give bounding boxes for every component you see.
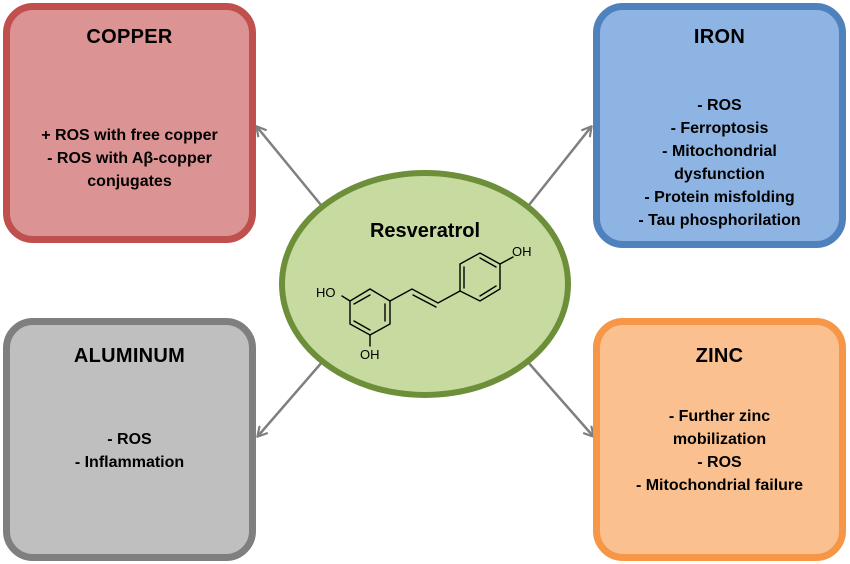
zinc-box: ZINC - Further zinc mobilization - ROS - Mi… [593,318,846,561]
oh-top-label: OH [512,244,532,259]
effect-line: - Protein misfolding [644,189,795,206]
iron-effects-list: - ROS - Ferroptosis - Mitochondrial dysfunc… [600,94,839,232]
zinc-effects-list: - Further zinc mobilization - ROS - Mitocho… [600,405,839,497]
resveratrol-title: Resveratrol [369,220,481,242]
effect-line: - ROS with Aβ-copper [47,150,212,167]
copper-box: COPPER + ROS with free copper - ROS with … [3,3,256,243]
arrow-to-iron [528,127,591,206]
effect-line: conjugates [87,173,172,190]
copper-title: COPPER [86,26,173,48]
resveratrol-ellipse: Resveratrol OH HO OH [279,170,571,398]
oh-left-label: HO [316,285,336,300]
effect-line: - Mitochondrial failure [635,477,804,494]
copper-effects-list: + ROS with free copper - ROS with Aβ-copp… [10,124,249,193]
effect-line: - ROS [697,454,742,471]
aluminum-box: ALUMINUM - ROS - Inflammation [3,318,256,561]
effect-line: dysfunction [674,166,765,183]
arrow-to-aluminum [258,360,324,436]
iron-title: IRON [693,26,746,48]
aluminum-effects-list: - ROS - Inflammation [10,428,249,474]
effect-line: - Ferroptosis [670,120,769,137]
effect-line: - Further zinc [668,408,771,425]
effect-line: + ROS with free copper [41,127,218,144]
effect-line: mobilization [672,431,767,448]
effect-line: - ROS [697,97,742,114]
zinc-title: ZINC [695,345,744,367]
arrow-to-zinc [526,360,593,436]
iron-box: IRON - ROS - Ferroptosis - Mitochondrial dy… [593,3,846,248]
effect-line: - Inflammation [74,454,185,471]
effect-line: - ROS [107,431,152,448]
oh-bottom-label: OH [360,347,380,362]
arrow-to-copper [257,127,322,206]
resveratrol-structure-icon: OH HO OH [316,244,532,362]
effect-line: - Tau phosphorilation [638,212,801,229]
effect-line: - Mitochondrial [662,143,777,160]
aluminum-title: ALUMINUM [73,345,186,367]
